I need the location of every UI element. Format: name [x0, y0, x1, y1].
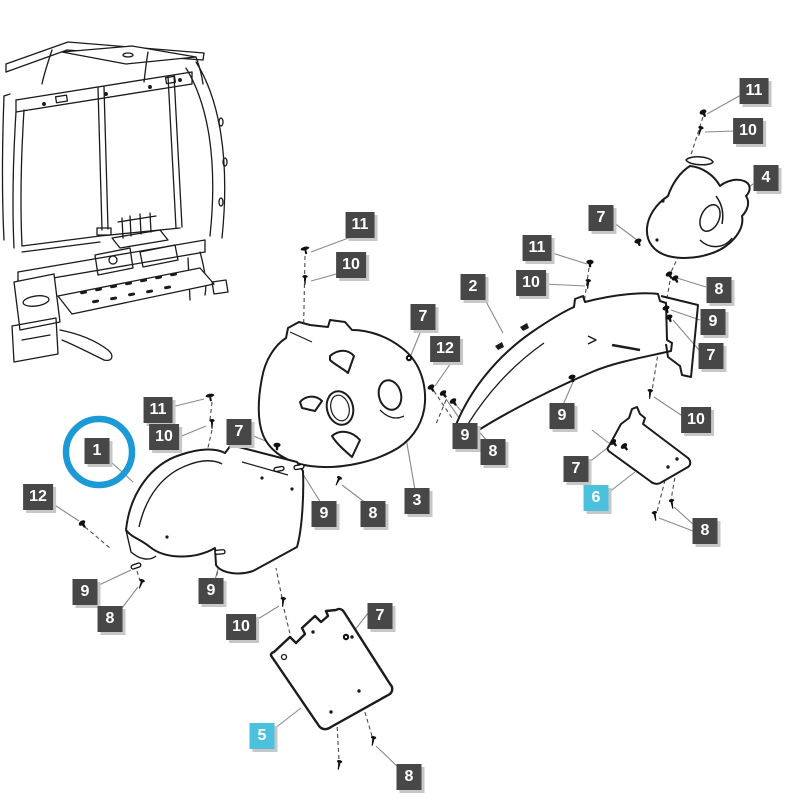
callout-9[interactable]: 9	[198, 578, 224, 604]
callout-6[interactable]: 6	[583, 485, 609, 511]
callout-11[interactable]: 11	[739, 78, 769, 104]
callout-2[interactable]: 2	[460, 274, 486, 300]
part-6-plate[interactable]	[591, 406, 692, 485]
callout-10[interactable]: 10	[516, 270, 546, 296]
highlight-circle	[62, 415, 136, 489]
part-4-bracket[interactable]	[645, 156, 751, 259]
callout-1-circled[interactable]: 1	[84, 438, 110, 464]
callout-9[interactable]: 9	[72, 579, 98, 605]
callout-7[interactable]: 7	[226, 419, 252, 445]
callout-10[interactable]: 10	[681, 407, 711, 433]
callout-12[interactable]: 12	[23, 484, 53, 510]
callout-8[interactable]: 8	[480, 439, 506, 465]
callout-10[interactable]: 10	[226, 614, 256, 640]
cab-frame-drawing	[1, 41, 229, 363]
callout-7[interactable]: 7	[588, 205, 614, 231]
part-2-fender-right[interactable]	[453, 292, 699, 437]
callout-8[interactable]: 8	[97, 606, 123, 632]
callout-10[interactable]: 10	[336, 252, 366, 278]
callout-9[interactable]: 9	[311, 501, 337, 527]
callout-8[interactable]: 8	[706, 277, 732, 303]
callout-8[interactable]: 8	[360, 501, 386, 527]
part-5-plate[interactable]	[269, 607, 394, 731]
callout-4[interactable]: 4	[753, 165, 779, 191]
callout-7[interactable]: 7	[367, 603, 393, 629]
callout-11[interactable]: 11	[345, 212, 375, 238]
callout-9[interactable]: 9	[452, 423, 478, 449]
callout-8[interactable]: 8	[396, 764, 422, 790]
callout-9[interactable]: 9	[700, 309, 726, 335]
callout-3[interactable]: 3	[404, 488, 430, 514]
callout-5[interactable]: 5	[249, 723, 275, 749]
callout-11[interactable]: 11	[522, 235, 552, 261]
callout-8[interactable]: 8	[692, 518, 718, 544]
callout-7[interactable]: 7	[698, 343, 724, 369]
part-1-fender-left[interactable]	[125, 444, 305, 575]
callout-12[interactable]: 12	[430, 336, 460, 362]
callout-7[interactable]: 7	[563, 456, 589, 482]
callout-10[interactable]: 10	[733, 118, 763, 144]
callout-7[interactable]: 7	[410, 304, 436, 330]
callout-10[interactable]: 10	[149, 424, 179, 450]
callout-9[interactable]: 9	[549, 403, 575, 429]
part-3-panel[interactable]	[257, 319, 427, 469]
callout-11[interactable]: 11	[143, 397, 173, 423]
